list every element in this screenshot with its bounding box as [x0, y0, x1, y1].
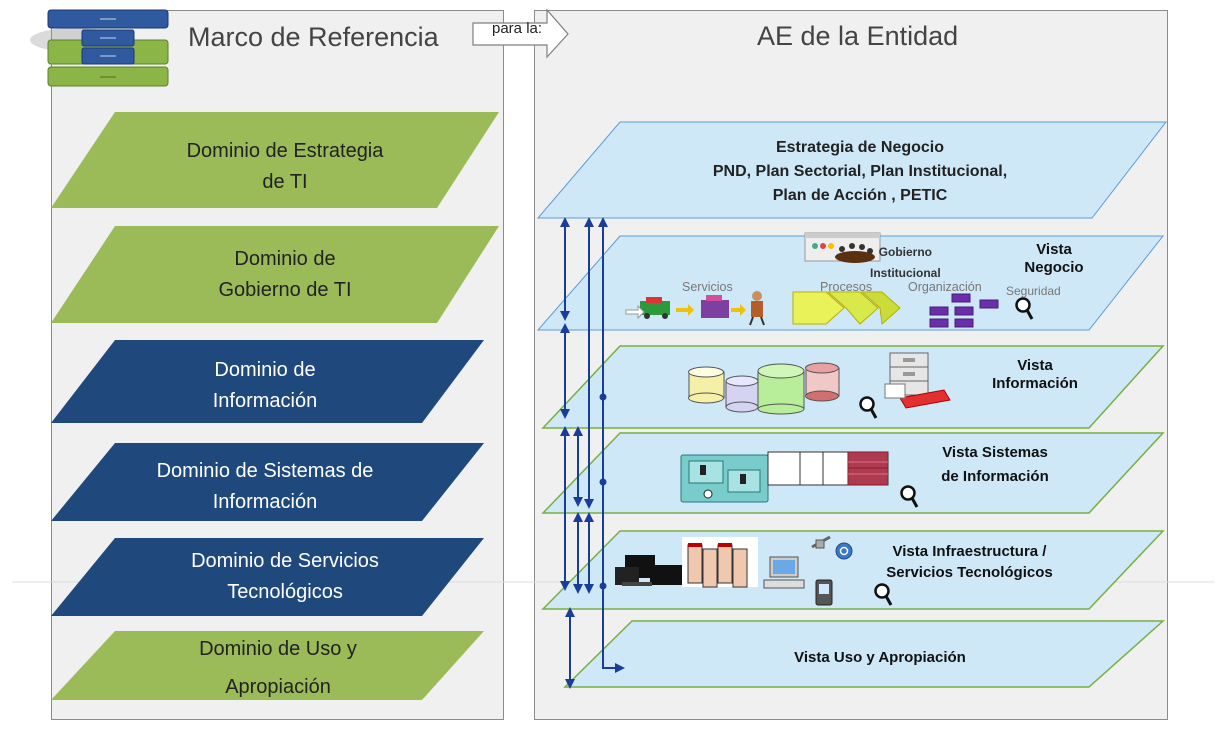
domain-shape-uso: [51, 631, 484, 700]
satellite-icon: [811, 535, 831, 549]
systems-board-icon: [680, 454, 769, 503]
procesos-label: Procesos: [820, 280, 873, 294]
domain-shape-servicios: [51, 538, 484, 616]
domain-shape-informacion: [51, 340, 484, 423]
estrategia-negocio-label: Estrategia de Negocio PND, Plan Sectoria…: [712, 139, 1008, 204]
servicios-flow-icon: [625, 291, 765, 326]
vista-uso-label: Vista Uso y Apropiación: [794, 649, 966, 666]
file-cabinet-icon: [884, 352, 951, 409]
framework-stack-icon: [30, 9, 169, 87]
arrow-junction-dots: [599, 393, 607, 590]
ae-panel-title: AE de la Entidad: [757, 21, 959, 51]
servicios-label: Servicios: [682, 280, 733, 294]
email-icon: [835, 542, 853, 560]
organizacion-label: Organización: [908, 280, 982, 294]
modules-block-icon: [767, 451, 889, 486]
layer-shape-uso: [563, 620, 1165, 688]
phone-icon: [815, 579, 833, 606]
para-la-label: para la:: [492, 20, 543, 37]
procesos-chevrons-icon: [792, 291, 901, 326]
seguridad-label: Seguridad: [1006, 284, 1061, 298]
domain-shape-gobierno: [51, 226, 499, 323]
vista-sistemas-label: Vista Sistemas de Información: [941, 444, 1049, 485]
vista-informacion-label: Vista Información: [992, 357, 1078, 392]
informacion-magnifier-icon: [859, 396, 878, 419]
computer-icon: [763, 556, 805, 589]
layer-shape-estrategia: [536, 121, 1168, 219]
vista-negocio-label: Vista Negocio: [1024, 241, 1084, 276]
gobierno-meeting-icon: [804, 232, 881, 263]
relationship-arrows: [560, 217, 625, 689]
sistemas-magnifier-icon: [900, 485, 919, 508]
para-la-arrow: [472, 8, 569, 59]
databases-icon: [688, 362, 840, 415]
domain-shape-sistemas: [51, 443, 484, 521]
infraestructura-magnifier-icon: [874, 583, 893, 606]
vista-infraestructura-label: Vista Infraestructura / Servicios Tecnol…: [886, 543, 1053, 581]
organizacion-chart-icon: [929, 293, 999, 328]
marco-panel-title: Marco de Referencia: [188, 22, 439, 52]
gobierno-institucional-label: Gobierno Institucional: [870, 245, 941, 280]
domain-shape-estrategia: [51, 112, 499, 208]
seguridad-magnifier-icon: [1015, 297, 1034, 320]
servers-icon: [682, 537, 758, 588]
